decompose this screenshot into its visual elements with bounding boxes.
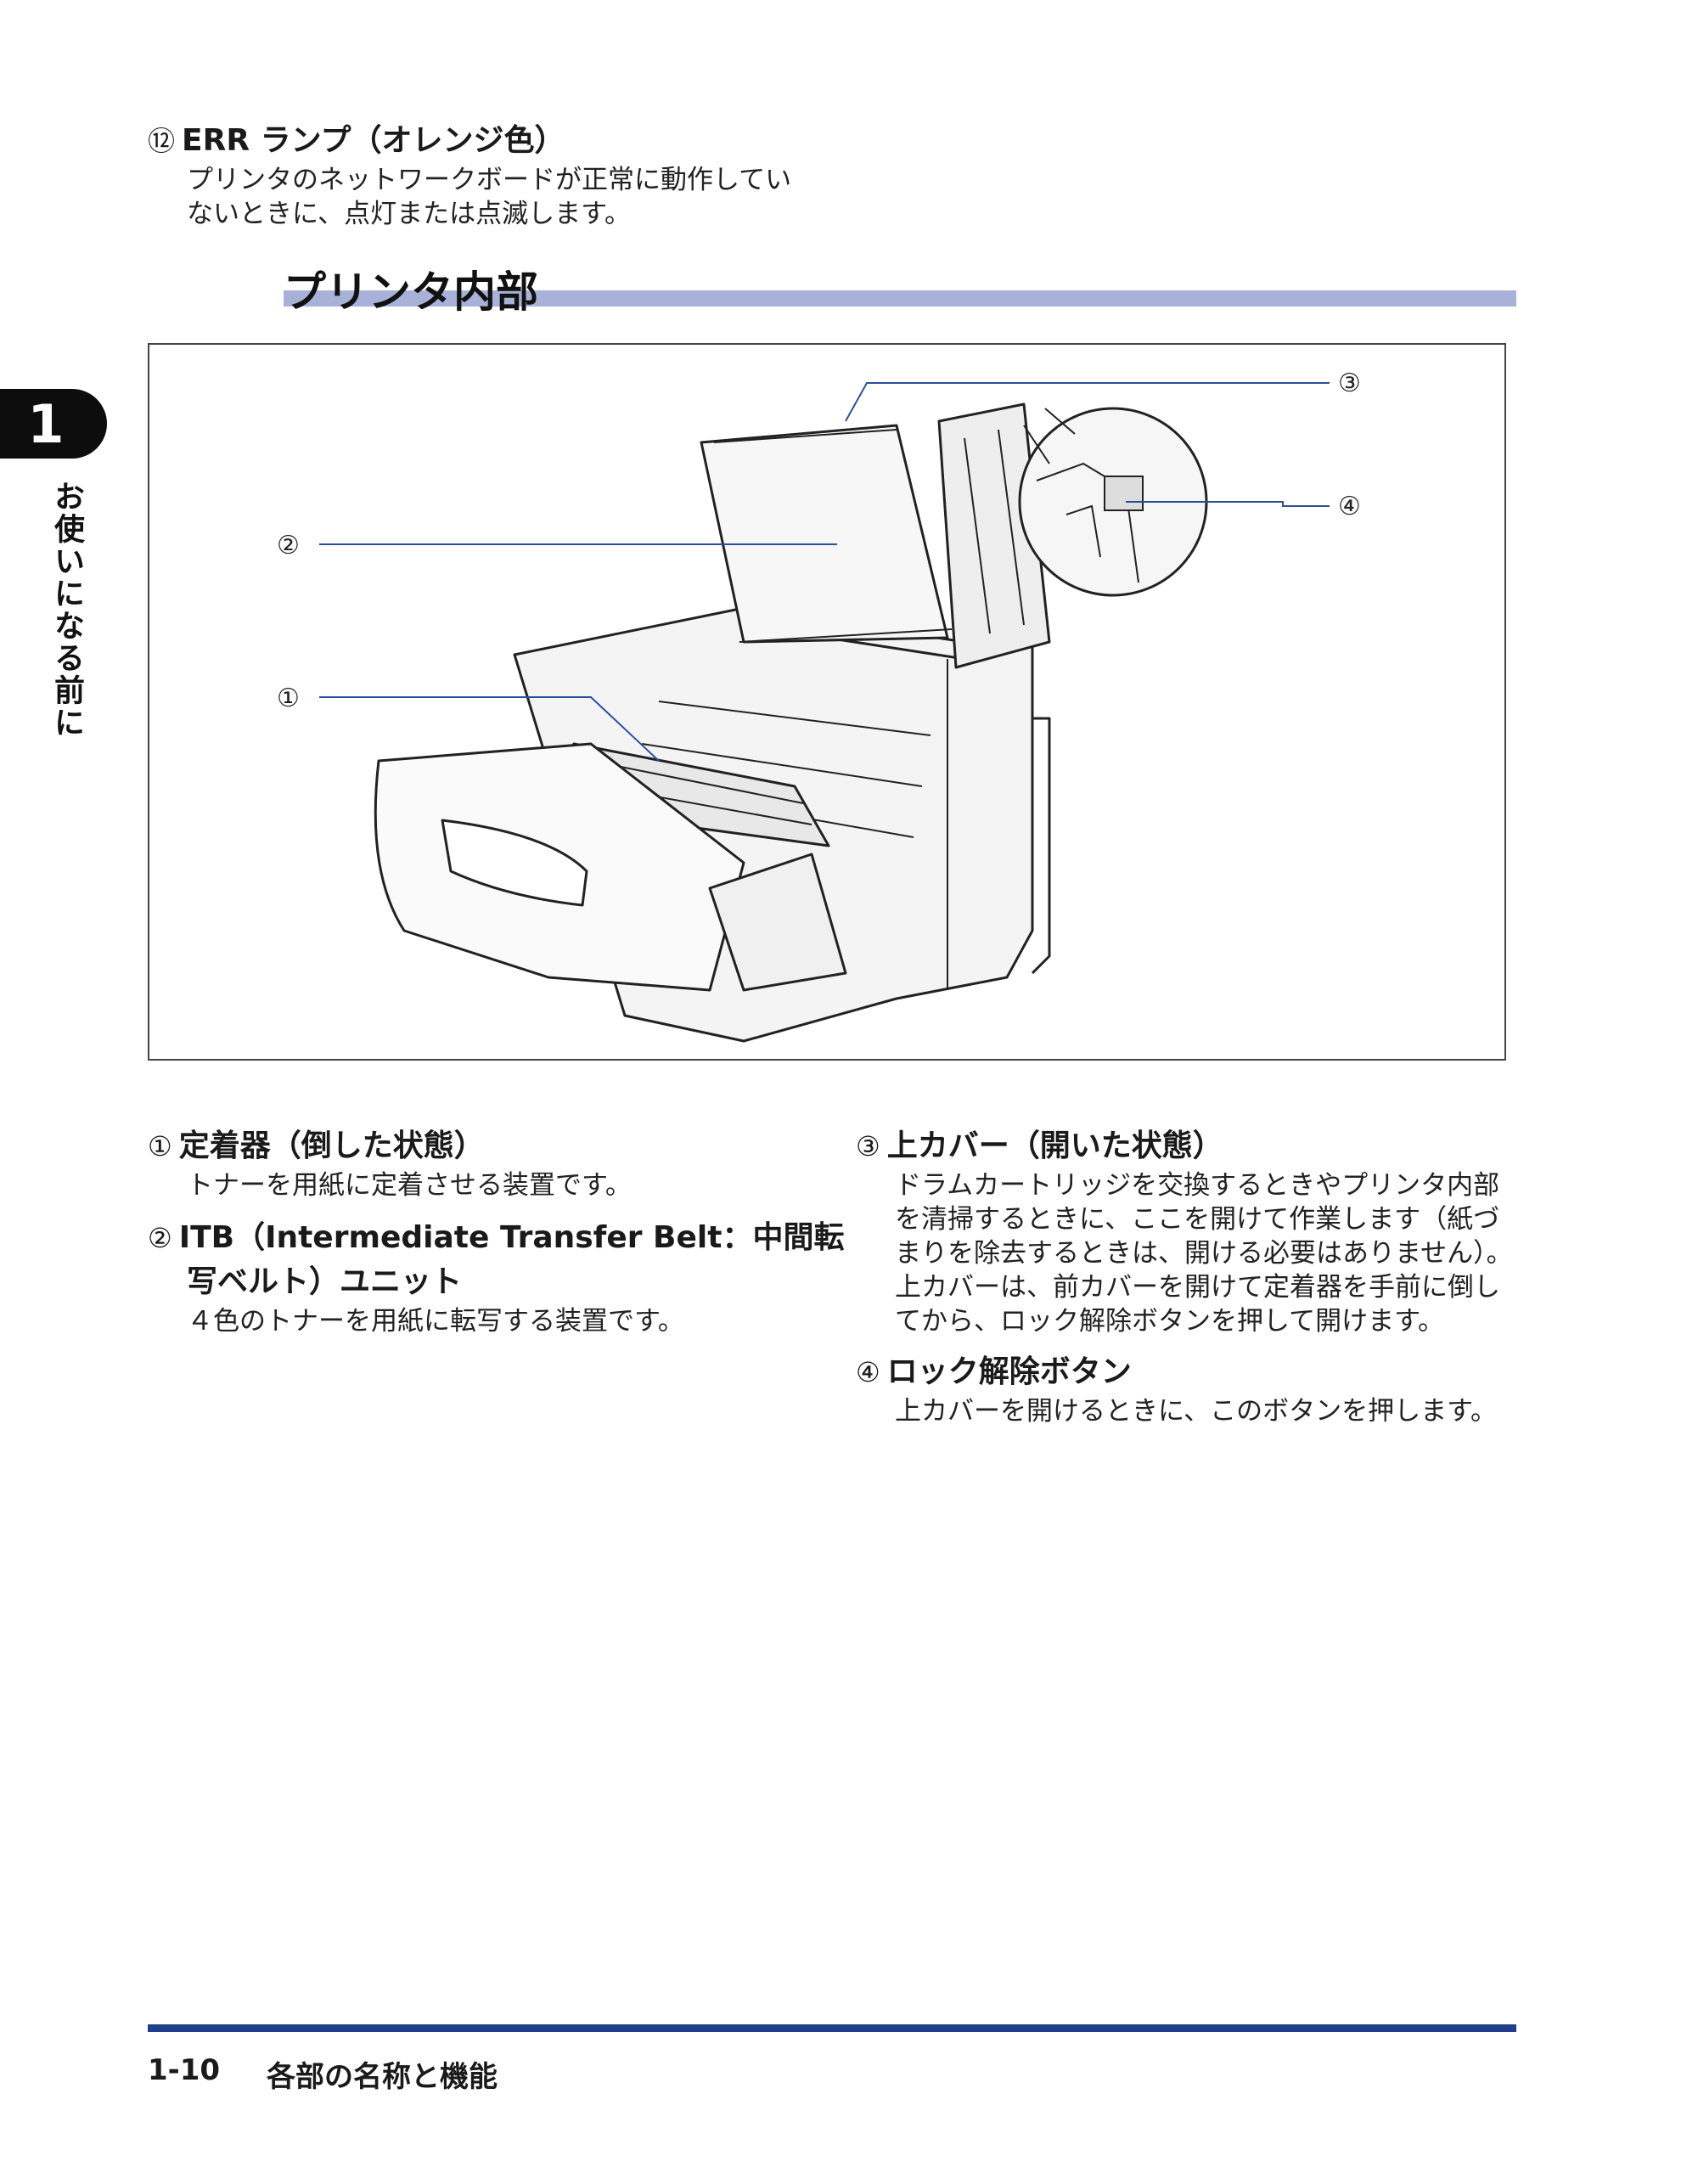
item-3-title: 上カバー（開いた状態） [886, 1129, 1223, 1163]
item-3-number: ③ [856, 1130, 880, 1162]
page-number: 1-10 [148, 2053, 221, 2087]
footer-rule [148, 2024, 1516, 2032]
item-3-desc-line: 上カバーは、前カバーを開けて定着器を手前に倒し [895, 1272, 1500, 1303]
item-3-description: ドラムカートリッジを交換するときやプリンタ内部 を清掃するときに、ここを開けて作… [895, 1168, 1527, 1338]
item-2-title-continued: 写ベルト）ユニット [187, 1264, 463, 1299]
item-4-title: ロック解除ボタン [886, 1354, 1132, 1389]
footer-title: 各部の名称と機能 [267, 2060, 498, 2094]
callout-4-label: ④ [1338, 492, 1361, 521]
printer-illustration: ③ ② ① ④ [277, 369, 1361, 1043]
item-3-desc-line: てから、ロック解除ボタンを押して開けます。 [895, 1306, 1444, 1337]
item-1-number: ① [148, 1130, 172, 1162]
printer-interior-figure: ③ ② ① ④ [148, 343, 1506, 1061]
callout-1-label: ① [277, 684, 300, 713]
section-heading-bar [284, 290, 1516, 307]
item-12-description: プリンタのネットワークボードが正常に動作してい ないときに、点灯または点滅します… [187, 163, 791, 231]
item-1-title: 定着器（倒した状態） [178, 1129, 485, 1163]
item-12-number: ⑫ [148, 125, 176, 157]
chapter-number: 1 [27, 392, 65, 455]
item-2-number: ② [148, 1222, 172, 1254]
chapter-tab: 1 [0, 389, 107, 459]
item-12-desc-line: プリンタのネットワークボードが正常に動作してい [187, 165, 792, 195]
item-3-desc-line: を清掃するときに、ここを開けて作業します（紙づ [895, 1204, 1500, 1235]
item-4-desc-line: 上カバーを開けるときに、このボタンを押します。 [895, 1396, 1497, 1427]
item-1-desc-line: トナーを用紙に定着させる装置です。 [187, 1170, 632, 1201]
callout-3-label: ③ [1338, 369, 1361, 398]
item-12-desc-line: ないときに、点灯または点滅します。 [187, 199, 631, 229]
item-2-title: ITB（Intermediate Transfer Belt：中間転 [178, 1220, 845, 1255]
item-12-title: ERR ランプ（オレンジ色） [182, 123, 565, 158]
item-4-number: ④ [856, 1356, 880, 1388]
item-2-desc-line: ４色のトナーを用紙に転写する装置です。 [187, 1306, 684, 1337]
item-3-desc-line: まりを除去するときは、開ける必要はありません）。 [895, 1238, 1513, 1269]
chapter-title: お使いになる前に [49, 481, 84, 739]
callout-2-label: ② [277, 531, 300, 560]
item-3-desc-line: ドラムカートリッジを交換するときやプリンタ内部 [895, 1170, 1500, 1201]
section-title: プリンタ内部 [284, 267, 538, 317]
